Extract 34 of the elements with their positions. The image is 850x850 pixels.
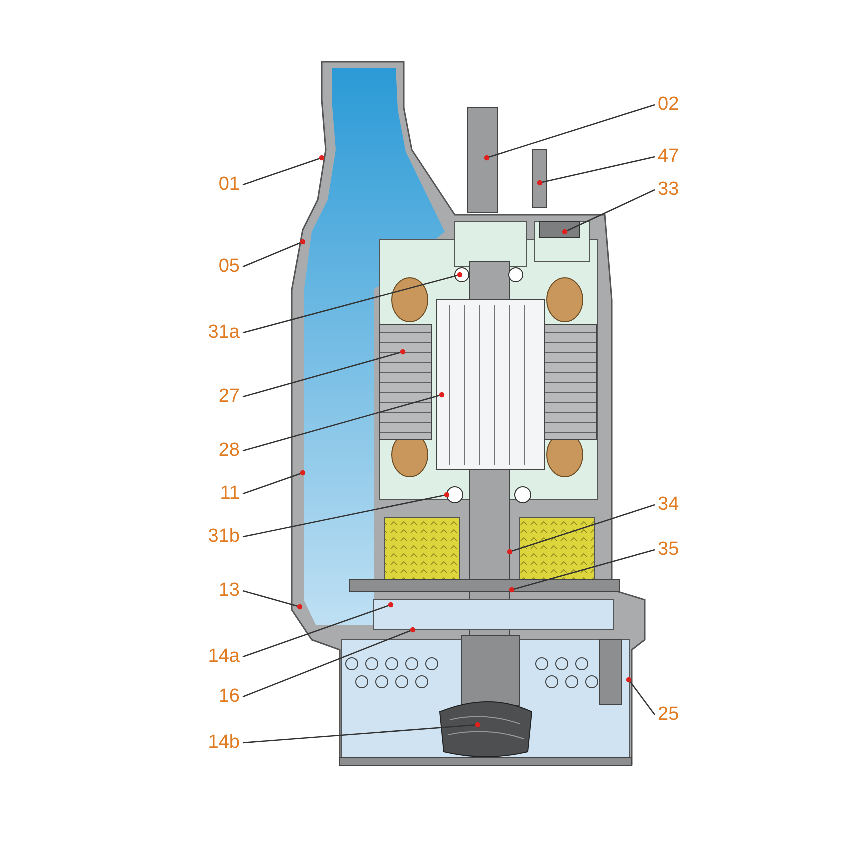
callout-number: 14b <box>208 732 240 754</box>
callout-number: 35 <box>658 539 680 561</box>
callout-number: 28 <box>218 440 240 462</box>
leader-line <box>242 627 416 698</box>
callout-number: 02 <box>658 94 680 116</box>
leader-line <box>242 392 445 452</box>
callout-number: 13 <box>218 580 240 602</box>
callout-number: 31a <box>208 322 240 344</box>
leader-line <box>626 677 656 716</box>
callout-number: 25 <box>658 704 680 726</box>
leader-line <box>507 504 656 555</box>
leader-line <box>537 156 656 186</box>
callout-number: 16 <box>218 686 240 708</box>
leader-line <box>242 272 463 334</box>
leader-line <box>242 722 481 744</box>
callout-number: 05 <box>218 256 240 278</box>
leader-line <box>242 349 406 398</box>
callout-number: 01 <box>218 174 240 196</box>
leader-line <box>562 189 656 235</box>
leader-line <box>242 602 394 658</box>
callout-number: 33 <box>658 179 680 201</box>
callout-number: 27 <box>218 386 240 408</box>
leader-line <box>484 104 656 161</box>
callout-number: 11 <box>220 483 240 505</box>
callout-number: 14a <box>208 646 240 668</box>
leader-line <box>242 470 306 495</box>
callout-number: 47 <box>658 146 680 168</box>
leader-line <box>242 590 303 610</box>
leader-line <box>242 155 325 186</box>
leader-line <box>509 549 656 593</box>
leader-line <box>242 239 306 268</box>
callout-number: 31b <box>208 526 240 548</box>
callout-number: 34 <box>658 494 680 516</box>
leader-line <box>242 492 450 538</box>
